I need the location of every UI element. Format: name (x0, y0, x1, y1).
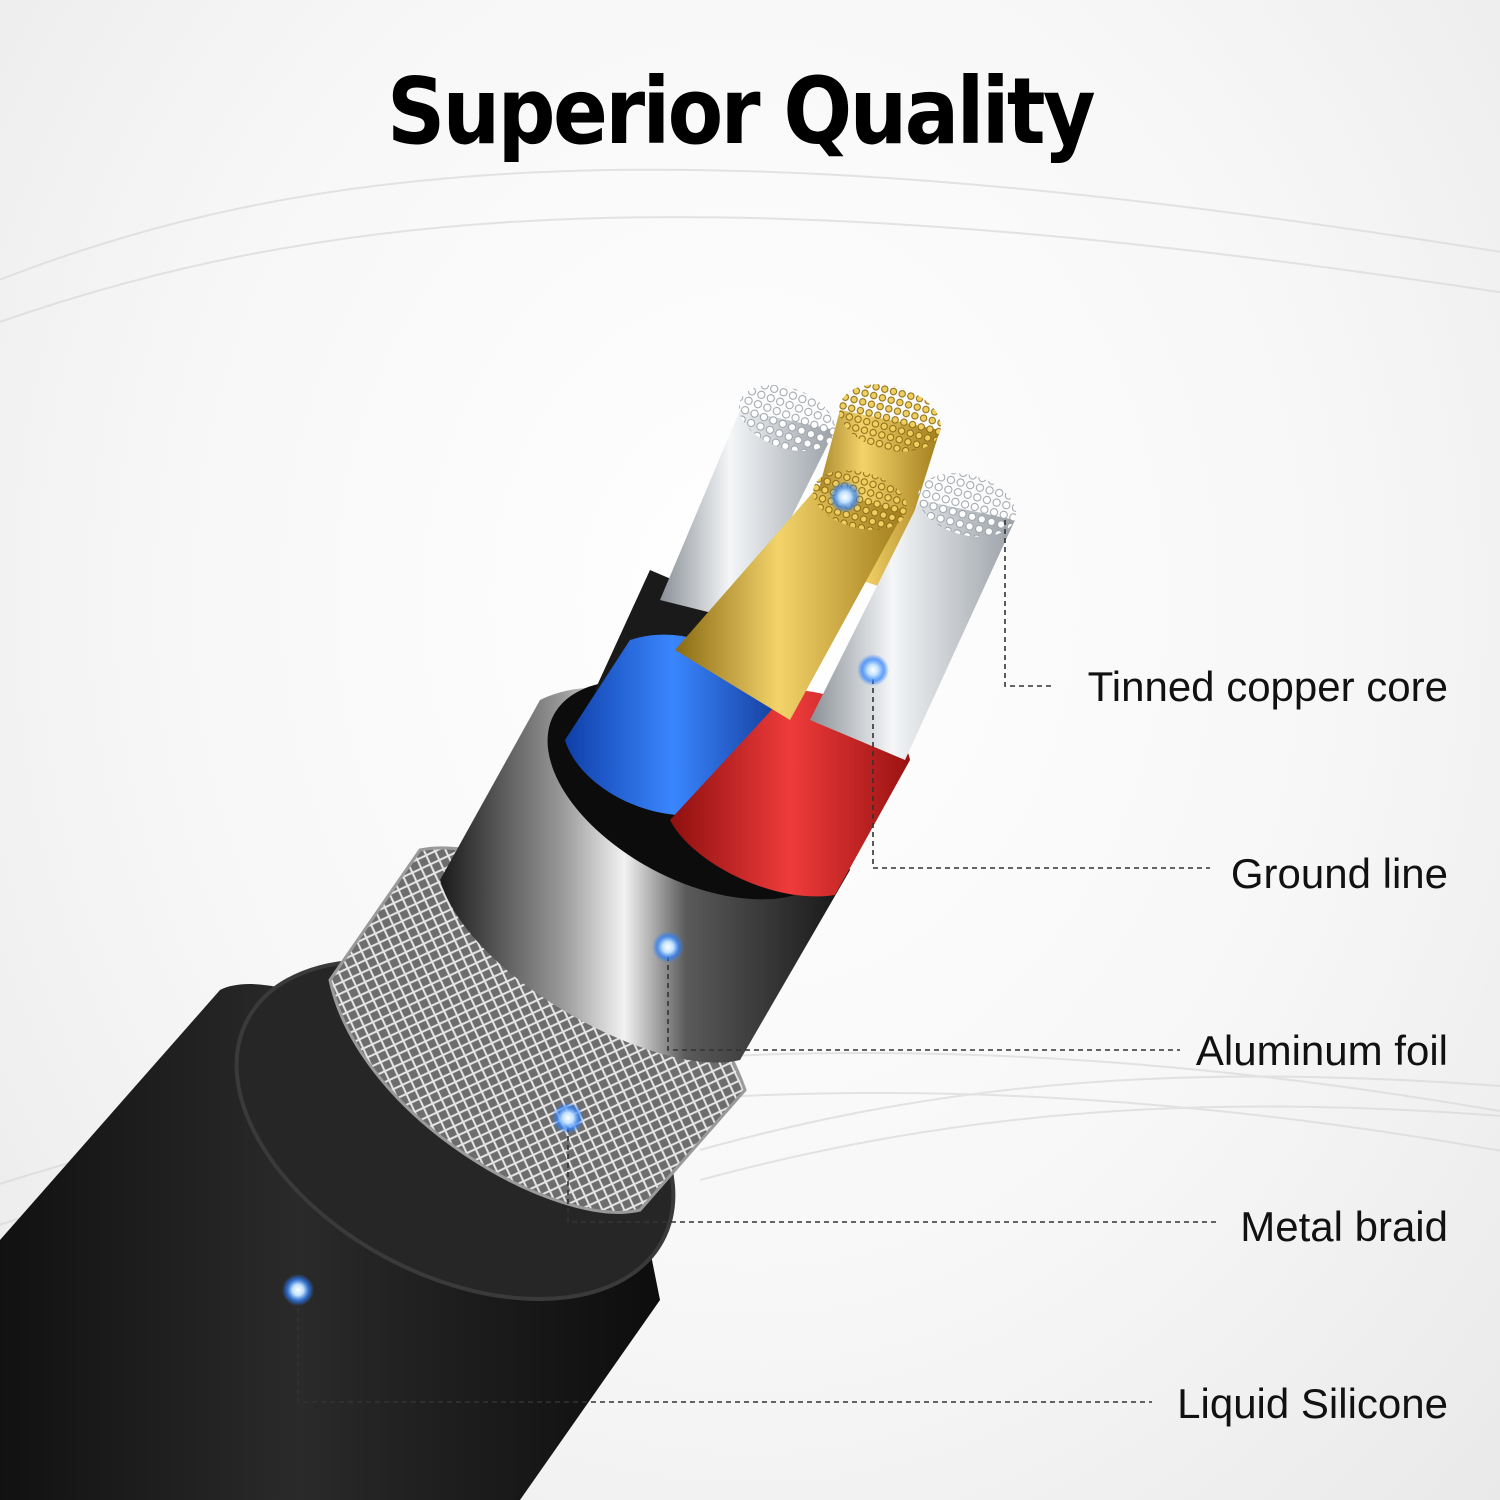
red-insulation (670, 690, 910, 897)
label-tinned-copper-core: Tinned copper core (1087, 663, 1448, 710)
tinned-strands-right (810, 473, 1016, 760)
marker-braid (552, 1102, 584, 1134)
label-aluminum-foil: Aluminum foil (1195, 1027, 1448, 1074)
markers (282, 481, 889, 1306)
leader-line-braid (567, 1118, 1220, 1223)
marker-silicone (282, 1274, 314, 1306)
label-metal-braid: Metal braid (1240, 1203, 1448, 1250)
leader-line-silicone (297, 1290, 1152, 1403)
marker-core (829, 481, 861, 513)
leader-line-core (1004, 520, 1055, 687)
label-liquid-silicone: Liquid Silicone (1177, 1380, 1448, 1427)
marker-foil (652, 931, 684, 963)
leader-line-foil (667, 947, 1180, 1051)
marker-ground (857, 654, 889, 686)
label-ground-line: Ground line (1230, 850, 1448, 897)
tinned-strands-left (660, 385, 836, 620)
leader-line-ground (872, 670, 1210, 869)
leader-lines (297, 520, 1220, 1403)
page-title: Superior Quality (386, 58, 1096, 165)
